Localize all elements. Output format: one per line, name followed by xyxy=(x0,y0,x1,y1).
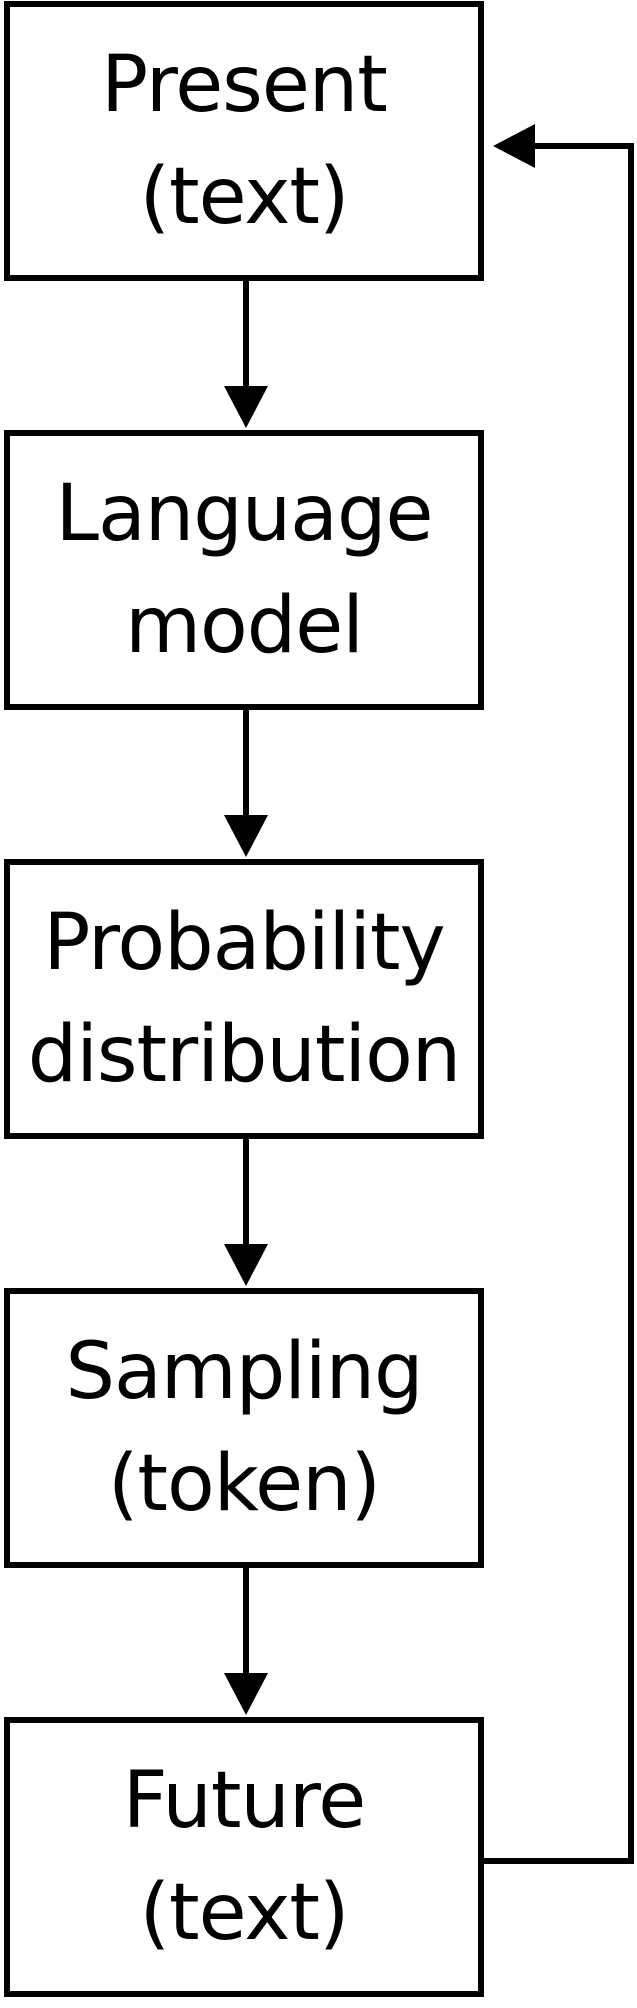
arrowhead-down-icon xyxy=(224,1673,268,1715)
node-label-line-1: Probability xyxy=(43,898,445,988)
node-label-line-1: Present xyxy=(101,40,388,130)
node-future-text: Future (text) xyxy=(4,1717,484,1997)
node-label-line-1: Language xyxy=(55,469,434,559)
node-label-line-2: model xyxy=(125,581,364,671)
node-sampling-token: Sampling (token) xyxy=(4,1288,484,1568)
node-label-line-1: Future xyxy=(122,1756,366,1846)
arrowhead-down-icon xyxy=(224,386,268,428)
node-probability-distribution: Probability distribution xyxy=(4,859,484,1139)
edge-future-to-present-loop xyxy=(484,143,634,1864)
node-label-line-1: Sampling xyxy=(65,1327,423,1417)
node-label-line-2: distribution xyxy=(27,1010,462,1100)
node-present-text: Present (text) xyxy=(4,1,484,281)
node-label-line-2: (text) xyxy=(139,1868,350,1958)
node-label-line-2: (text) xyxy=(139,152,350,242)
arrowhead-down-icon xyxy=(224,815,268,857)
node-label-line-2: (token) xyxy=(108,1439,381,1529)
arrowhead-left-icon xyxy=(493,124,535,168)
arrowhead-down-icon xyxy=(224,1244,268,1286)
node-language-model: Language model xyxy=(4,430,484,710)
